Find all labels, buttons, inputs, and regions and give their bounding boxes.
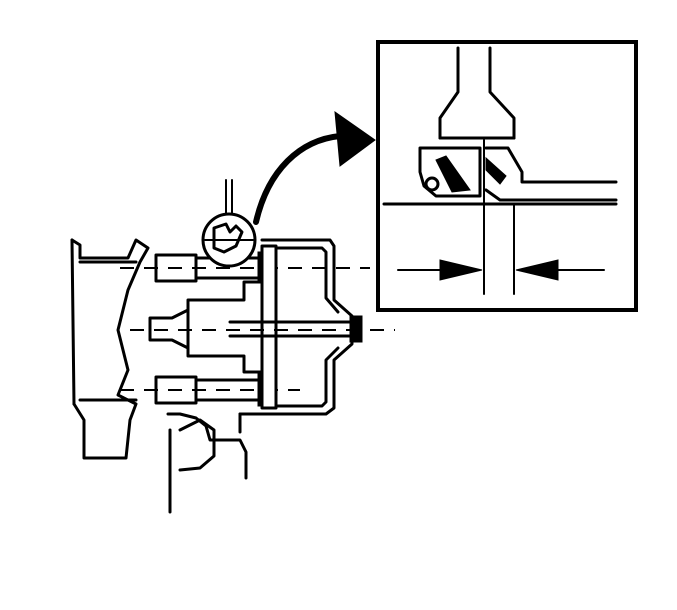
clearance-arrow-left	[397, 259, 483, 281]
detail-right-component	[484, 146, 618, 202]
detail-callout-circle	[201, 212, 257, 268]
detail-right-hatch	[485, 156, 507, 185]
detail-bolt-shank	[438, 46, 516, 140]
detail-seal-body	[418, 146, 482, 198]
cover-bracket-inner	[274, 246, 340, 314]
housing-left-edge	[70, 238, 76, 406]
hub-body	[186, 280, 264, 374]
hub-flange	[260, 244, 278, 410]
cover-bracket	[238, 238, 354, 416]
detail-view-box	[376, 40, 638, 312]
main-assembly-view	[70, 179, 395, 514]
lower-support-body	[178, 418, 216, 472]
cover-bracket-inner-lower	[274, 346, 340, 408]
detail-seal-lip	[435, 155, 471, 193]
housing-outline	[70, 238, 150, 460]
detail-seal-spring	[424, 176, 440, 192]
hub-neck	[148, 308, 190, 350]
curved-pointer-arrow	[253, 110, 376, 225]
lower-support	[166, 412, 248, 514]
clearance-arrow-right	[515, 259, 605, 281]
